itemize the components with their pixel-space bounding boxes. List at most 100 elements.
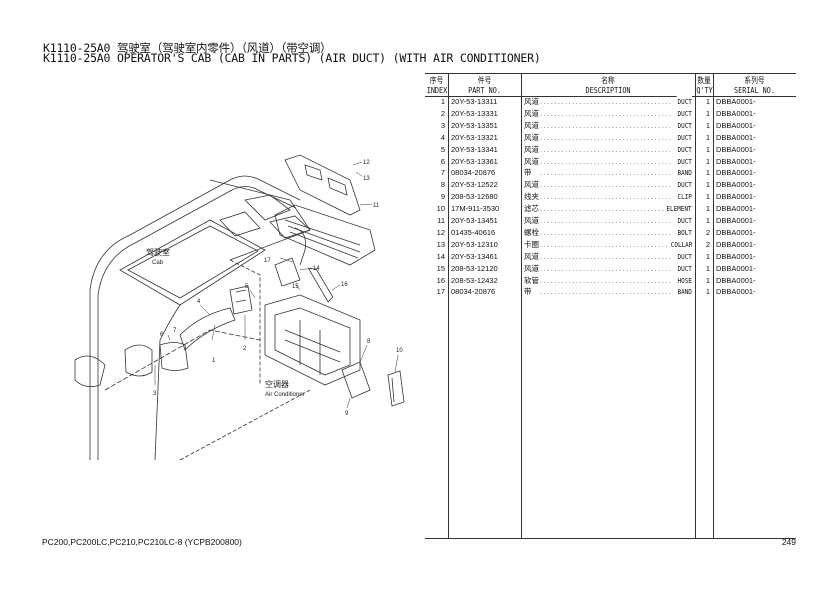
ac-label-en: Air Conditioner	[265, 392, 305, 398]
row-part-number: 20Y-53-13321	[451, 132, 498, 142]
row-quantity: 1	[705, 144, 710, 154]
row-description-en: COLLAR	[669, 238, 692, 251]
leader-dots: ........................................…	[540, 192, 672, 202]
air-conditioner-unit	[264, 294, 361, 386]
callout-5: 5	[245, 284, 249, 290]
row-part-number: 17M-911-3530	[451, 204, 500, 214]
callout-4: 4	[197, 299, 201, 305]
row-index: 1	[440, 97, 445, 106]
row-description-cn: 风道	[524, 97, 539, 106]
row-serial-number: DBBA0001-	[716, 287, 756, 297]
row-description-cn: 风道	[524, 144, 539, 154]
row-description-en: DUCT	[676, 215, 692, 227]
footer-model-list: PC200,PC200LC,PC210,PC210LC-8 (YCPB20080…	[42, 537, 242, 547]
leader-dots: ........................................…	[540, 156, 672, 166]
row-serial-number: DBBA0001-	[716, 156, 756, 166]
row-description: 风道......................................…	[524, 143, 692, 156]
row-description-en: DUCT	[676, 96, 692, 108]
row-part-number: 208-53-12120	[451, 263, 498, 273]
row-description-cn: 风道	[524, 251, 539, 261]
row-serial-number: DBBA0001-	[716, 180, 756, 190]
row-serial-number: DBBA0001-	[716, 120, 756, 130]
row-quantity: 1	[705, 97, 710, 106]
row-part-number: 20Y-53-13341	[451, 144, 498, 154]
row-description: 风道......................................…	[524, 179, 692, 192]
cab-frame	[89, 175, 311, 461]
row-index: 15	[436, 263, 445, 273]
row-part-number: 20Y-53-13361	[451, 156, 498, 166]
row-description-en: BOLT	[676, 226, 692, 239]
row-description: 风道......................................…	[524, 215, 692, 227]
ducts-1-to-6	[74, 227, 334, 388]
callout-leaders	[154, 161, 399, 409]
row-part-number: 20Y-53-13461	[451, 251, 498, 261]
row-serial-number: DBBA0001-	[716, 132, 756, 142]
row-serial-number: DBBA0001-	[716, 251, 756, 261]
row-part-number: 20Y-53-13351	[451, 120, 498, 130]
row-serial-number: DBBA0001-	[716, 216, 756, 225]
leader-dots: ........................................…	[540, 120, 672, 130]
callout-6: 6	[160, 332, 164, 338]
row-description-en: CLIP	[676, 191, 692, 204]
row-quantity: 1	[705, 192, 710, 202]
header-qty-en: Q'TY	[696, 86, 713, 95]
row-description-en: BAND	[676, 286, 692, 299]
leader-dots: ........................................…	[540, 204, 672, 214]
row-description: 线夹......................................…	[524, 191, 692, 204]
callout-13: 13	[363, 176, 370, 182]
leader-dots: ........................................…	[540, 275, 672, 285]
row-index: 14	[436, 251, 445, 261]
header-desc-cn: 名称	[601, 76, 615, 85]
row-quantity: 1	[705, 204, 710, 214]
callout-1: 1	[212, 358, 216, 364]
row-part-number: 08034-20876	[451, 287, 496, 297]
row-description-cn: 风道	[524, 120, 539, 130]
row-description-cn: 风道	[524, 216, 539, 225]
row-description-cn: 风道	[524, 132, 539, 142]
leader-dots: ........................................…	[540, 239, 672, 249]
row-description: 螺栓......................................…	[524, 226, 692, 239]
callout-9: 9	[345, 411, 349, 417]
callout-7: 7	[173, 328, 177, 334]
row-description-en: DUCT	[676, 107, 692, 120]
row-index: 9	[440, 192, 445, 202]
row-quantity: 1	[705, 263, 710, 273]
callout-10: 10	[396, 348, 403, 354]
row-description-cn: 风道	[524, 263, 539, 273]
row-description-cn: 滤芯	[524, 204, 539, 214]
row-index: 3	[440, 120, 445, 130]
callout-15: 15	[292, 284, 299, 290]
row-part-number: 20Y-53-12522	[451, 180, 498, 190]
page-number: 249	[781, 537, 796, 547]
row-description: 卡圈......................................…	[524, 238, 692, 251]
leader-dots: ........................................…	[540, 132, 672, 142]
callout-17: 17	[264, 258, 271, 264]
header-part-cn: 件号	[477, 76, 492, 85]
row-description-en: DUCT	[676, 131, 692, 144]
row-description: 带.......................................…	[524, 286, 692, 299]
row-description-cn: 螺栓	[524, 227, 539, 237]
row-quantity: 1	[705, 156, 710, 166]
exploded-parts-diagram: 1 2 3 4 5 6 7 8 9 10 11 12 13 14 15 16 1…	[74, 154, 405, 461]
row-index: 16	[436, 275, 445, 285]
row-serial-number: DBBA0001-	[716, 204, 756, 214]
filter-element	[341, 361, 405, 407]
row-serial-number: DBBA0001-	[716, 192, 756, 202]
leader-dots: ........................................…	[540, 144, 672, 154]
leader-dots: ........................................…	[540, 216, 672, 225]
row-serial-number: DBBA0001-	[716, 97, 756, 106]
row-part-number: 20Y-53-12310	[451, 239, 498, 249]
row-description-en: DUCT	[676, 179, 692, 192]
